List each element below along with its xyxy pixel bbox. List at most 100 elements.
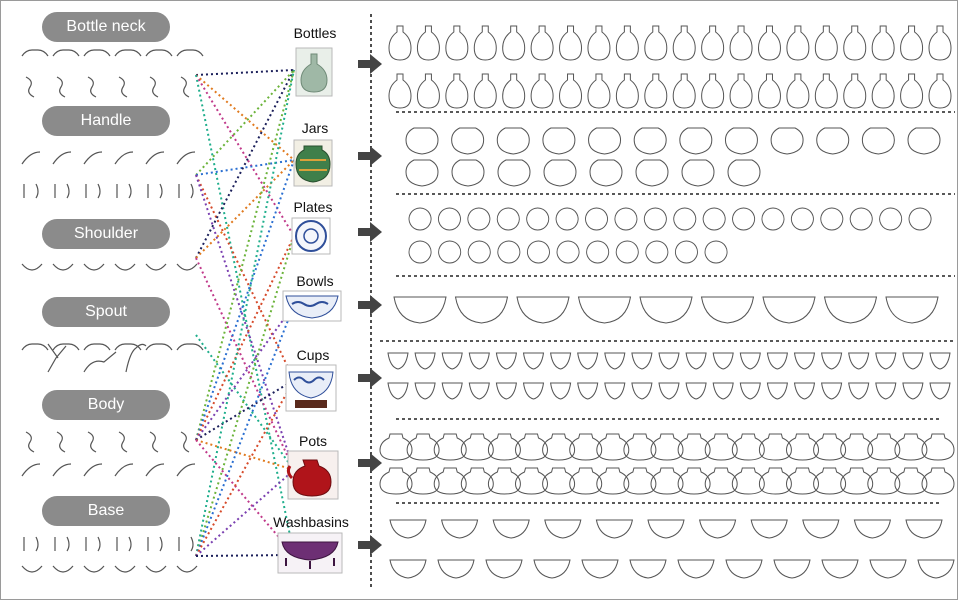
pill-label: Base [87, 502, 125, 519]
vessel-sketch [644, 25, 668, 61]
connection-line [195, 304, 295, 441]
vessel-sketch [502, 73, 526, 109]
category-label-washbasins: Washbasins [273, 514, 349, 530]
vessel-sketch [867, 433, 901, 461]
vessel-sketch [416, 73, 440, 109]
component-sketch [114, 151, 134, 165]
vessel-sketch [454, 296, 509, 324]
vessel-sketch [460, 433, 494, 461]
component-sketch [180, 76, 190, 98]
vessel-sketch [555, 207, 579, 231]
vessel-sketch [414, 382, 436, 400]
vessel-sketch [786, 25, 810, 61]
vessel-sketch [388, 73, 412, 109]
vessel-sketch [908, 207, 932, 231]
vessel-sketch [635, 159, 669, 187]
vessel-sketch [843, 73, 867, 109]
connection-line [195, 469, 295, 557]
vessel-sketch [677, 467, 711, 495]
vessel-sketch [917, 559, 955, 579]
vessel-sketch [843, 25, 867, 61]
vessel-sketch [405, 127, 439, 155]
vessel-sketch [533, 559, 571, 579]
component-sketch [56, 431, 66, 453]
vessel-sketch [542, 127, 576, 155]
component-sketch [21, 263, 43, 271]
vessel-sketch [526, 207, 550, 231]
vessel-sketch [701, 25, 725, 61]
arrow-icon [358, 222, 382, 242]
pill-handle: Handle [42, 106, 170, 136]
arrow-icon [358, 146, 382, 166]
component-sketch [145, 49, 173, 57]
vessel-sketch [731, 467, 765, 495]
vessel-sketch [724, 127, 758, 155]
component-sketch [54, 536, 70, 552]
component-sketch [145, 463, 165, 477]
vessel-sketch [928, 25, 952, 61]
vessel-thumbnails [379, 25, 955, 579]
vessel-sketch [569, 433, 603, 461]
vessel-sketch [405, 159, 439, 187]
vessel-sketch [596, 433, 630, 461]
vessel-sketch [460, 467, 494, 495]
connection-line [195, 69, 295, 441]
connection-line [195, 257, 295, 471]
vessel-sketch [672, 73, 696, 109]
vessel-sketch [387, 352, 409, 370]
vessel-sketch [672, 25, 696, 61]
component-sketch [23, 536, 39, 552]
connection-line [195, 74, 295, 237]
vessel-sketch [559, 73, 583, 109]
vessel-sketch [921, 433, 955, 461]
vessel-sketch [725, 559, 763, 579]
component-sketch [52, 565, 74, 573]
vessel-sketch [821, 382, 843, 400]
category-label-plates: Plates [293, 199, 333, 215]
pill-shoulder: Shoulder [42, 219, 170, 249]
category-label-bowls: Bowls [296, 273, 334, 289]
vessel-sketch [900, 25, 924, 61]
vessel-sketch [522, 352, 545, 370]
vessel-sketch [658, 382, 680, 400]
component-sketch [114, 49, 142, 57]
vessel-sketch [647, 519, 685, 539]
connection-line [195, 379, 295, 441]
vessel-sketch [445, 25, 469, 61]
vessel-sketch [514, 467, 549, 495]
connection-line [195, 235, 295, 557]
vessel-sketch [907, 127, 941, 155]
vessel-sketch [543, 159, 577, 187]
connection-line [195, 69, 295, 76]
component-sketch [52, 263, 74, 271]
vessel-sketch [739, 352, 761, 370]
vessel-sketch [685, 382, 707, 400]
vessel-sketch [550, 382, 572, 400]
component-sketch [114, 463, 134, 477]
component-sketch [176, 263, 198, 271]
component-sketch [149, 76, 159, 98]
vessel-sketch [585, 207, 608, 231]
vessel-sketch [875, 382, 897, 400]
vessel-sketch [643, 207, 667, 231]
component-sketch [47, 343, 67, 373]
component-sketch [83, 565, 105, 573]
vessel-sketch [604, 382, 626, 400]
category-label-cups: Cups [296, 347, 330, 363]
component-sketch [118, 431, 128, 453]
pill-label: Spout [85, 303, 127, 320]
vessel-sketch [729, 25, 753, 61]
vessel-sketch [727, 159, 761, 187]
vessel-sketch [497, 240, 521, 264]
row-dividers [380, 111, 955, 504]
vessel-sketch [633, 127, 667, 155]
pill-bottle-neck: Bottle neck [42, 12, 170, 42]
vessel-sketch [639, 296, 693, 324]
vessel-sketch [569, 467, 603, 495]
vessel-sketch [615, 25, 639, 61]
connection-line [195, 74, 295, 161]
component-sketch [83, 463, 103, 477]
vessel-sketch [698, 519, 737, 539]
vessel-sketch [406, 433, 440, 461]
vessel-sketch [758, 467, 792, 495]
